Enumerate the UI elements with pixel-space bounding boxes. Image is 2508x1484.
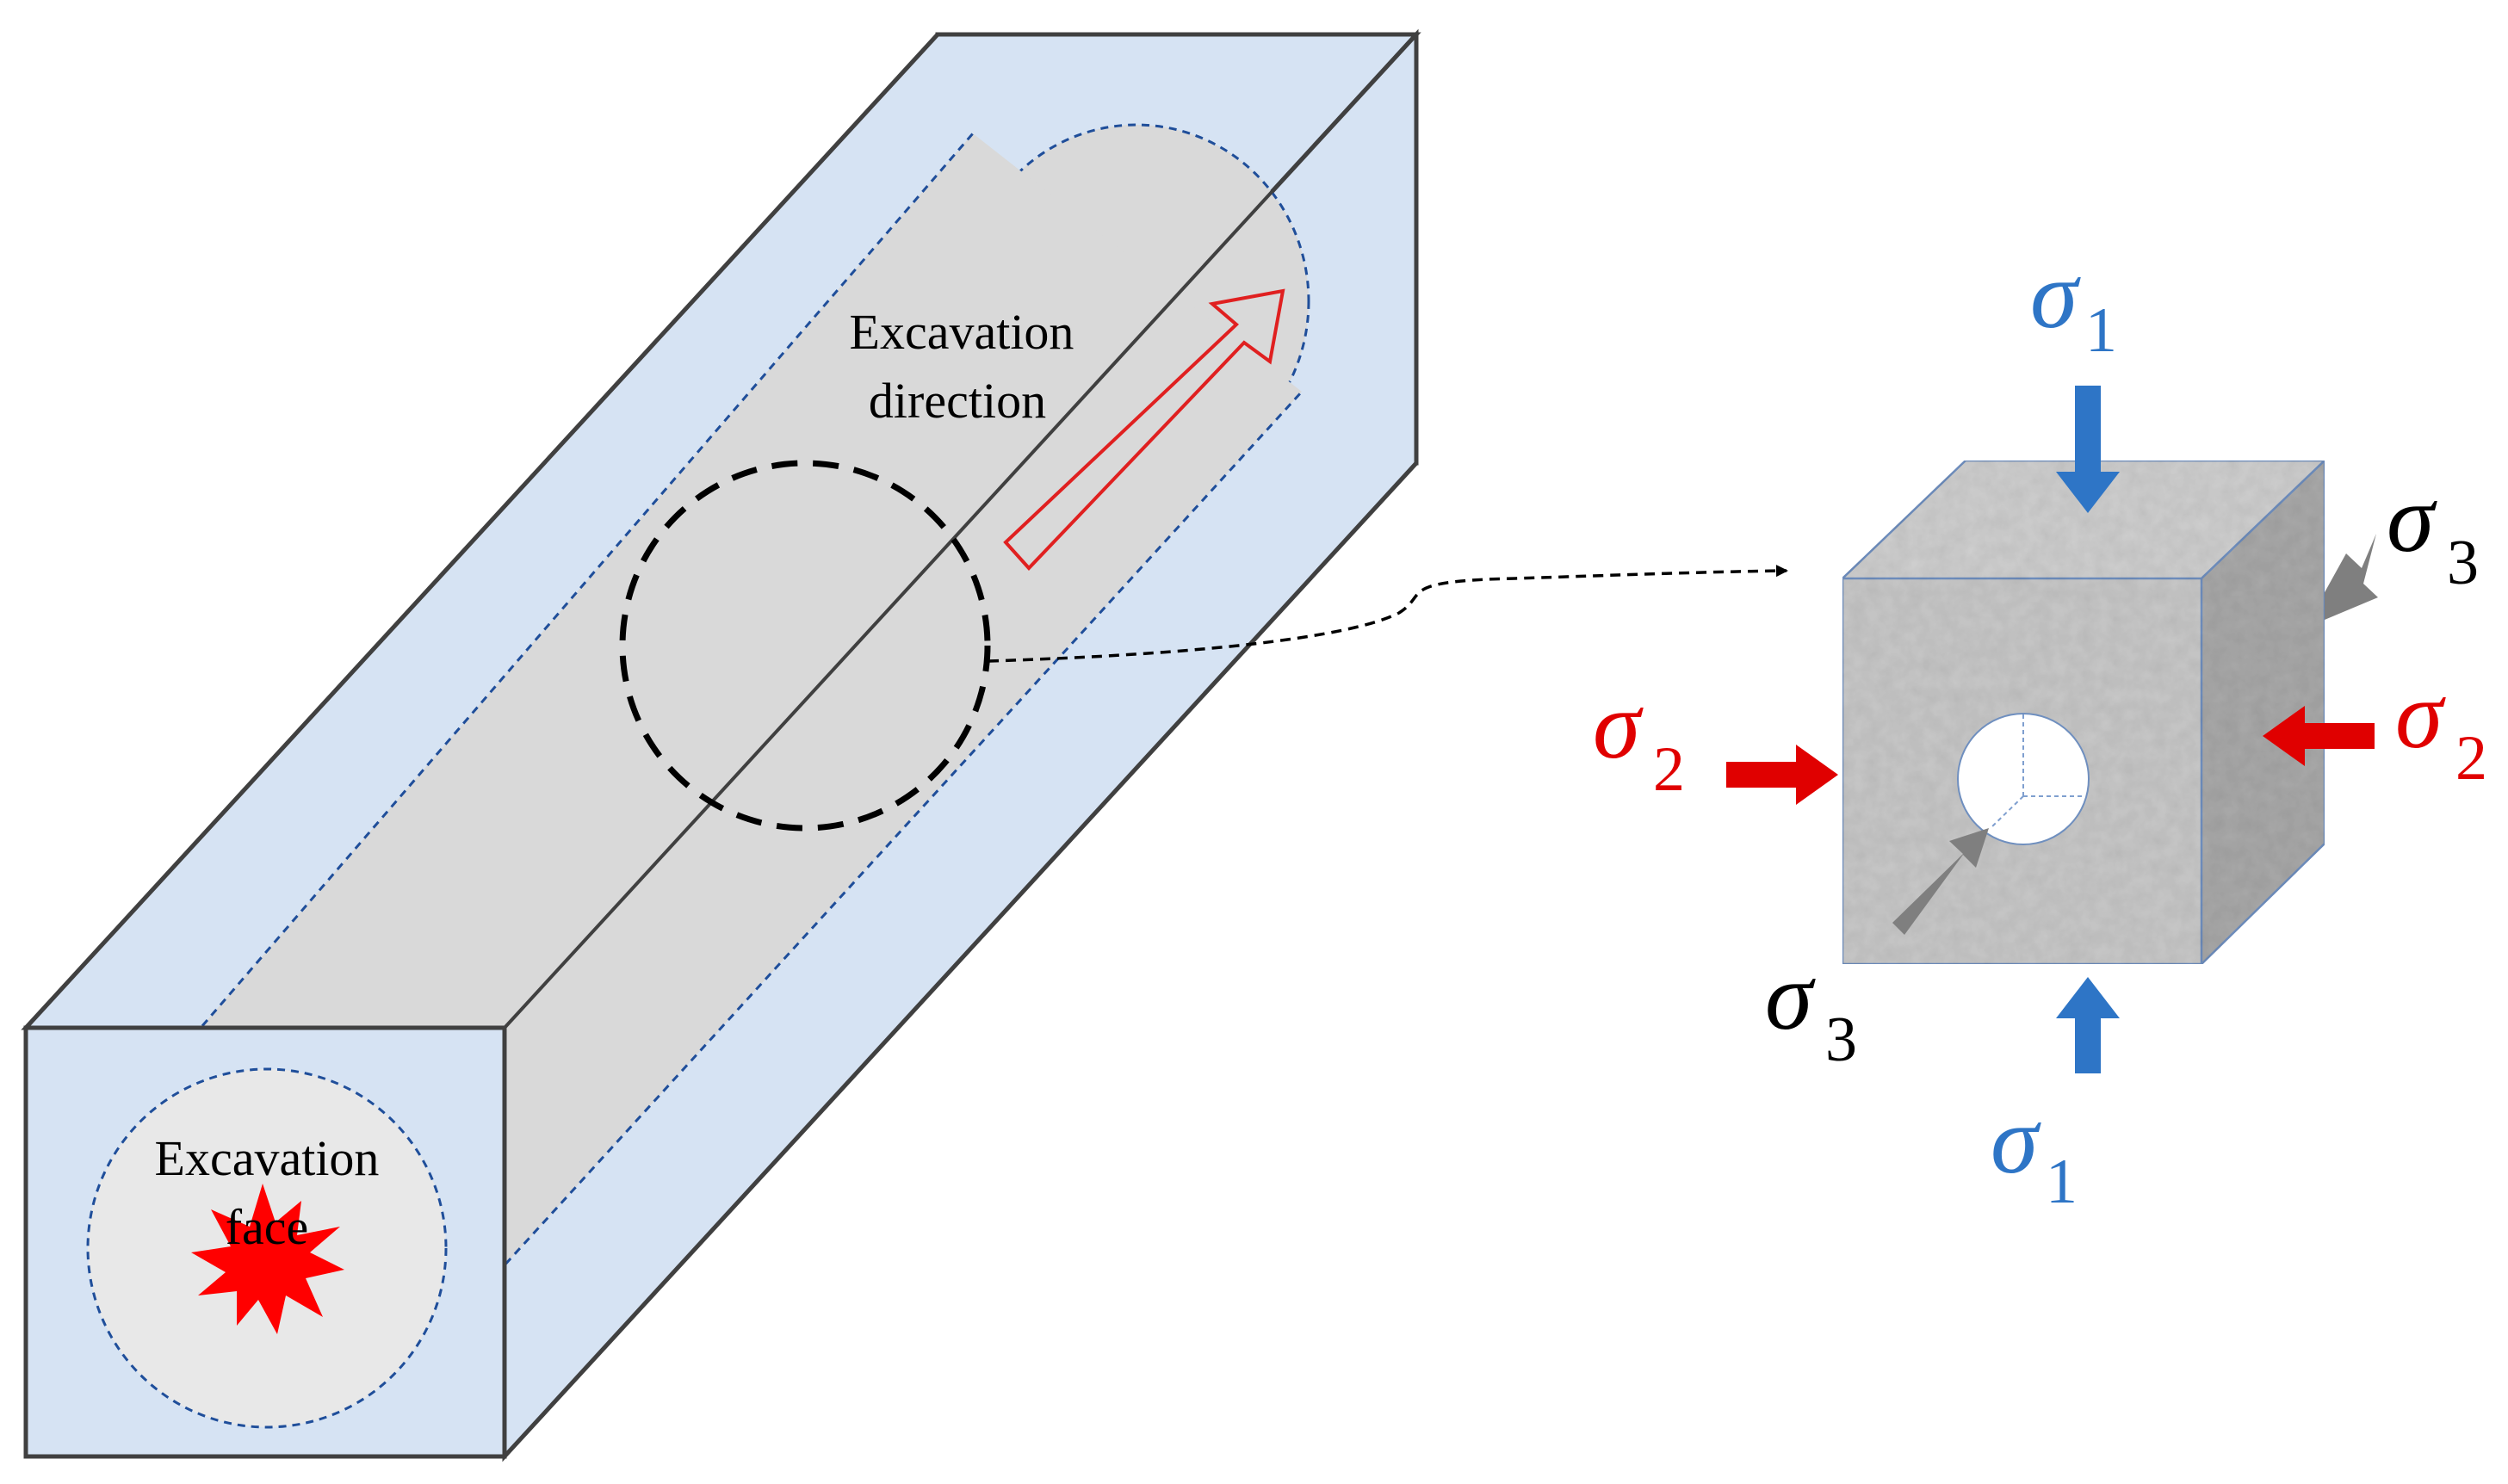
sigma1-top-label: σ 1 xyxy=(2030,242,2117,366)
stress-cube xyxy=(1839,458,2378,967)
svg-text:2: 2 xyxy=(2455,723,2487,794)
svg-text:1: 1 xyxy=(2085,295,2117,366)
sigma1-bottom-arrow xyxy=(2056,977,2120,1073)
excavation-face-label-2: face xyxy=(226,1199,309,1255)
explosion-starburst-icon xyxy=(191,1184,344,1334)
svg-text:1: 1 xyxy=(2046,1147,2078,1217)
svg-text:σ: σ xyxy=(2395,662,2446,769)
excavation-face-label-1: Excavation xyxy=(155,1130,380,1186)
block-center-edge xyxy=(503,33,1418,1030)
svg-text:σ: σ xyxy=(2387,466,2437,572)
tunnel-edge-top xyxy=(102,133,975,1141)
tunnel-edge-bottom xyxy=(420,390,1304,1357)
svg-text:σ: σ xyxy=(1765,943,1816,1050)
sigma2-left-label: σ 2 xyxy=(1593,672,1685,805)
sigma3-front-arrow xyxy=(1892,828,1989,935)
dashed-leader-arrow xyxy=(988,565,1788,663)
sigma3-top-right-label: σ 3 xyxy=(2387,466,2479,598)
sigma3-back-arrow xyxy=(2315,534,2378,620)
svg-text:σ: σ xyxy=(1593,672,1644,779)
svg-text:2: 2 xyxy=(1653,734,1685,805)
svg-text:σ: σ xyxy=(1991,1087,2041,1194)
excavation-direction-label-2: direction xyxy=(869,373,1046,429)
svg-text:σ: σ xyxy=(2030,242,2081,349)
sigma2-right-label: σ 2 xyxy=(2395,662,2487,794)
sigma2-right-arrow xyxy=(2263,706,2375,766)
excavation-direction-label-1: Excavation xyxy=(850,304,1074,360)
hollow-arrow-icon xyxy=(1003,288,1285,571)
sigma1-bottom-label: σ 1 xyxy=(1991,1087,2078,1217)
element-of-interest-circle xyxy=(619,460,991,832)
svg-text:3: 3 xyxy=(1825,1005,1857,1075)
sigma3-bottom-left-label: σ 3 xyxy=(1765,943,1857,1075)
sigma1-top-arrow xyxy=(2056,386,2120,513)
sigma2-left-arrow xyxy=(1726,745,1838,805)
svg-text:3: 3 xyxy=(2447,528,2479,598)
